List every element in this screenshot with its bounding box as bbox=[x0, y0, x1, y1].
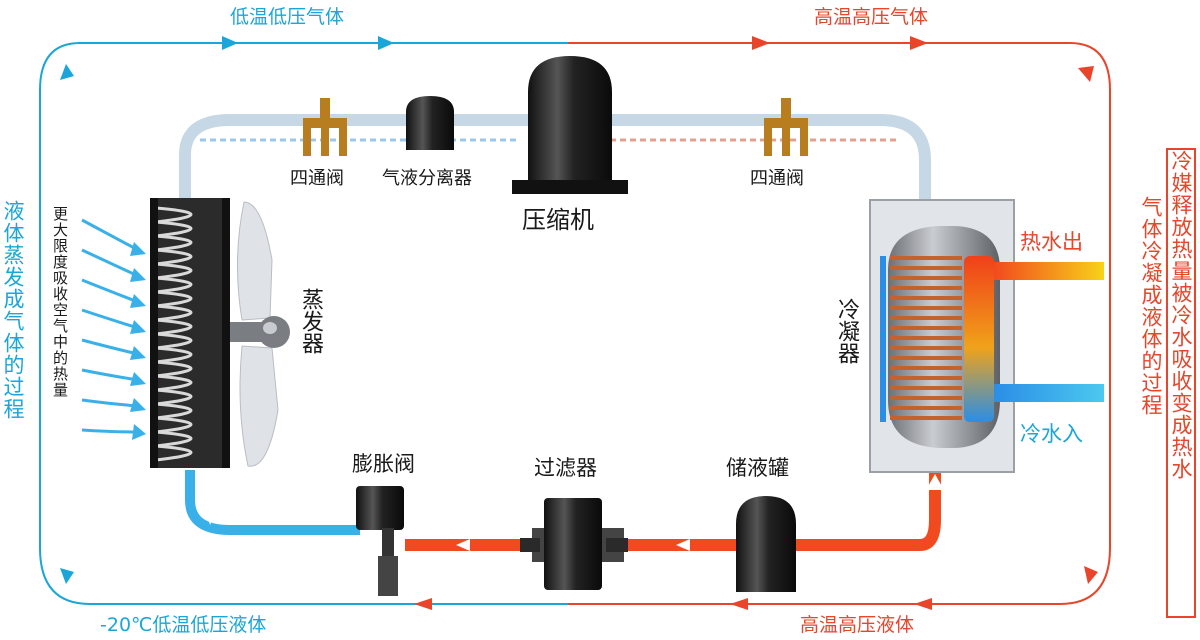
air-flow-arrows bbox=[81, 218, 146, 440]
left-vertical-label: 液体蒸发成气体的过程 bbox=[1, 200, 25, 420]
right-vertical-label: 气体冷凝成液体的过程 bbox=[1139, 196, 1163, 416]
evaporator-note: 更大限度吸收空气中的热量 bbox=[51, 206, 69, 398]
expansion-valve bbox=[356, 486, 404, 596]
water-pipes bbox=[994, 262, 1104, 402]
gas-liquid-separator bbox=[406, 96, 454, 150]
outer-loop bbox=[39, 36, 1111, 610]
flow-label-top-left: 低温低压气体 bbox=[230, 6, 345, 28]
label-evaporator: 蒸发器 bbox=[298, 288, 323, 354]
flow-label-bottom-right: 高温高压液体 bbox=[800, 614, 915, 636]
receiver-tank bbox=[736, 496, 796, 592]
compressor bbox=[512, 56, 628, 194]
flow-label-bottom-left: -20℃低温低压液体 bbox=[100, 614, 267, 636]
four-way-valve-right bbox=[764, 98, 808, 156]
label-compressor: 压缩机 bbox=[522, 206, 594, 234]
label-hot-water-out: 热水出 bbox=[1020, 230, 1083, 254]
filter bbox=[520, 498, 628, 590]
fan bbox=[230, 201, 290, 467]
label-cold-water-in: 冷水入 bbox=[1020, 422, 1083, 446]
label-four-way-valve-right: 四通阀 bbox=[750, 168, 804, 189]
label-expansion-valve: 膨胀阀 bbox=[352, 452, 415, 476]
label-four-way-valve-left: 四通阀 bbox=[290, 168, 344, 189]
label-receiver: 储液罐 bbox=[726, 456, 789, 480]
condenser bbox=[869, 199, 1015, 473]
flow-label-top-right: 高温高压气体 bbox=[814, 6, 929, 28]
label-gas-liquid-separator: 气液分离器 bbox=[382, 168, 472, 189]
label-filter: 过滤器 bbox=[534, 456, 597, 480]
four-way-valve-left bbox=[303, 98, 347, 156]
right-box-label: 冷媒释放热量被冷水吸收变成热水 bbox=[1169, 150, 1193, 480]
label-condenser: 冷凝器 bbox=[834, 298, 859, 364]
evaporator-coil bbox=[150, 198, 230, 468]
right-box: 冷媒释放热量被冷水吸收变成热水 bbox=[1166, 148, 1196, 618]
